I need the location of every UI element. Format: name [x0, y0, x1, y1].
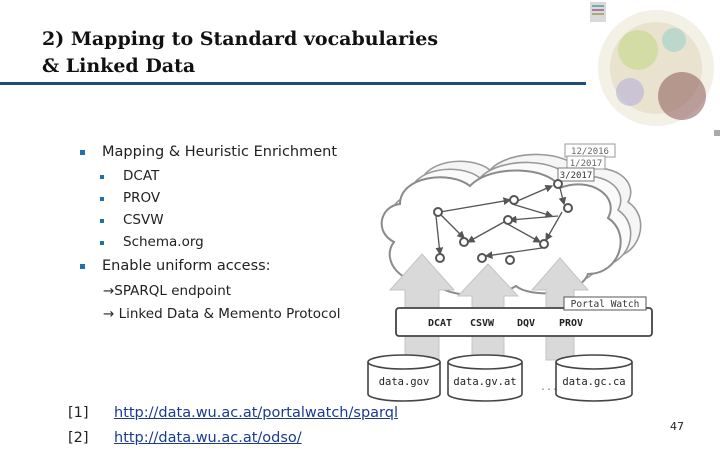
upward-flow-arrows [388, 253, 590, 361]
bullet-marker [80, 150, 85, 155]
architecture-diagram: 12/2016 1/2017 3/2017 [367, 143, 653, 402]
portal-data-gov: data.gov [367, 354, 441, 402]
graph-nodes [433, 179, 573, 265]
vocab-csvw: CSVW [470, 318, 495, 329]
title-divider [0, 82, 586, 85]
sub-bullet-text: DCAT [123, 168, 160, 184]
network-graph-image [586, 0, 720, 140]
sub-bullet-marker [100, 197, 104, 201]
reference-link[interactable]: http://data.wu.ac.at/odso/ [114, 430, 302, 446]
slide-title-line-2: & Linked Data [42, 55, 196, 77]
portal-ellipsis: ... [540, 382, 558, 393]
snapshot-label-text: 3/2017 [560, 171, 593, 181]
slide-title-line-1: 2) Mapping to Standard vocabularies [42, 28, 439, 50]
sub-bullet-text: Schema.org [123, 234, 204, 250]
snapshot-label-12-2016: 12/2016 [564, 143, 616, 158]
snapshot-label-text: 12/2016 [571, 147, 609, 157]
portal-data-gv-at: data.gv.at [447, 354, 523, 402]
sub-bullet-text: CSVW [123, 212, 164, 228]
graph-edges [435, 185, 567, 259]
portal-name: data.gov [379, 376, 430, 388]
sub-bullet-text: PROV [123, 190, 161, 206]
vocab-dcat: DCAT [428, 318, 452, 329]
reference-label: [1] [68, 405, 89, 421]
portal-name: data.gc.ca [562, 376, 625, 388]
snapshot-label-1-2017: 1/2017 [566, 155, 606, 170]
vocab-prov: PROV [559, 318, 583, 329]
reference-link[interactable]: http://data.wu.ac.at/portalwatch/sparql [114, 405, 398, 421]
portal-watch-label: Portal Watch [571, 299, 640, 310]
sparql-endpoint-line: →SPARQL endpoint [103, 283, 232, 299]
sub-bullet-marker [100, 175, 104, 179]
snapshot-label-3-2017: 3/2017 [557, 167, 595, 182]
sub-bullet-marker [100, 241, 104, 245]
reference-1: [1] http://data.wu.ac.at/portalwatch/spa… [68, 405, 398, 421]
bullet-text: Mapping & Heuristic Enrichment [102, 144, 338, 160]
reference-2: [2] http://data.wu.ac.at/odso/ [68, 430, 302, 446]
reference-label: [2] [68, 430, 89, 446]
bullet-marker [80, 264, 85, 269]
linked-data-memento-line: → Linked Data & Memento Protocol [103, 306, 341, 322]
snapshot-label-text: 1/2017 [570, 159, 603, 169]
portal-data-gc-ca: data.gc.ca [555, 354, 633, 402]
portal-watch-box: Portal Watch DCAT CSVW DQV PROV [395, 296, 653, 337]
sub-bullet-marker [100, 219, 104, 223]
vocab-dqv: DQV [517, 318, 535, 329]
portal-name: data.gv.at [453, 376, 516, 388]
slide-title: 2) Mapping to Standard vocabularies & Li… [42, 26, 438, 80]
page-number: 47 [670, 420, 684, 433]
bullet-text: Enable uniform access: [102, 258, 271, 274]
